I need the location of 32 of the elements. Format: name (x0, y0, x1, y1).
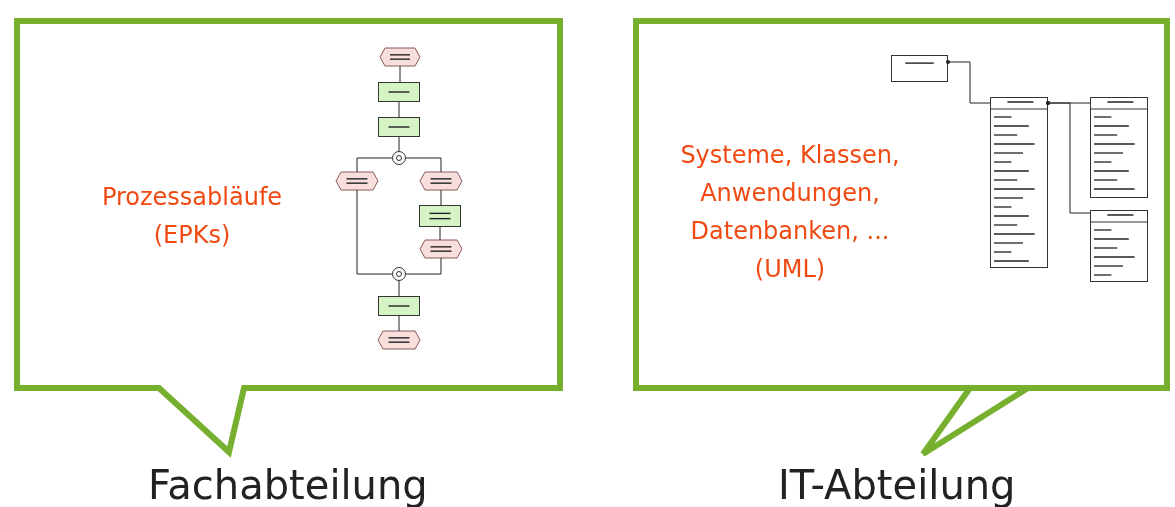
function-box (891, 55, 948, 82)
event-hexagon (420, 172, 462, 190)
connector-line (439, 226, 441, 241)
speech-bubble (14, 18, 566, 458)
function-box (419, 205, 461, 227)
function-box (378, 296, 420, 316)
bubble-text: Systeme, Klassen, Anwendungen, Datenbanken, ... (UML) (679, 140, 901, 285)
connector-line (405, 257, 442, 275)
class-table (1090, 210, 1148, 282)
class-table (990, 97, 1048, 268)
function-box (378, 82, 420, 102)
connector-line (356, 189, 393, 275)
event-hexagon (336, 172, 378, 190)
speech-bubble (633, 18, 1173, 458)
connector-line (946, 60, 991, 104)
event-hexagon (380, 48, 420, 66)
connector-line (398, 136, 400, 152)
class-table (1090, 97, 1148, 198)
connector-line (356, 157, 393, 173)
connector-line (440, 189, 442, 206)
connector-line (398, 280, 400, 297)
function-box (378, 117, 420, 137)
bubble-text: Prozessabläufe (EPKs) (100, 182, 284, 251)
connector-line (399, 65, 401, 83)
department-label: IT-Abteilung (778, 462, 1016, 507)
connector-line (1046, 101, 1091, 214)
event-hexagon (420, 240, 462, 258)
connector-line (405, 157, 442, 173)
event-hexagon (378, 331, 420, 349)
connector-line (398, 315, 400, 332)
department-label: Fachabteilung (148, 462, 428, 507)
connector-line (398, 101, 400, 118)
